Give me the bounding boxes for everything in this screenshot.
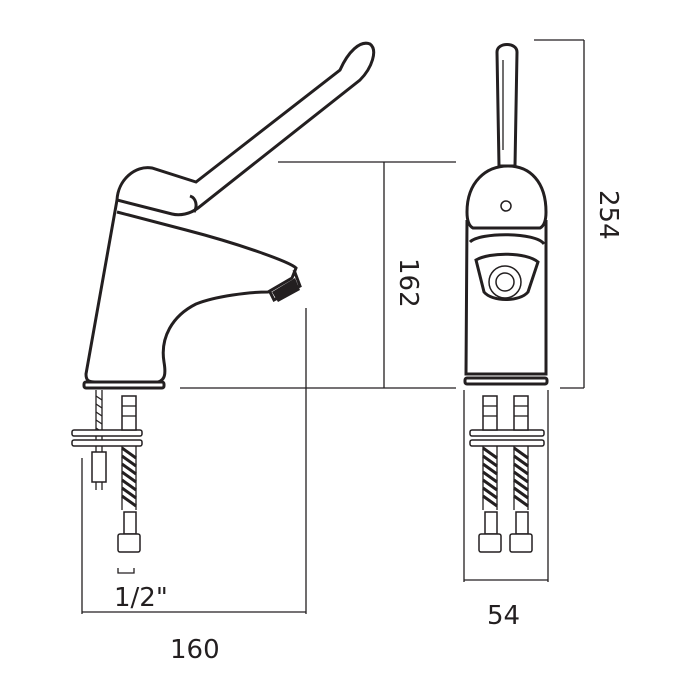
front-base-plate	[463, 376, 549, 386]
side-aerator	[272, 278, 300, 302]
front-body	[464, 219, 548, 376]
dim-label-160: 160	[170, 635, 220, 665]
dim-label-54: 54	[487, 601, 520, 631]
front-hose-left	[478, 395, 502, 553]
front-spout-shoulder	[468, 233, 546, 246]
front-hose-right	[509, 395, 533, 553]
front-lever-handle	[495, 43, 519, 168]
front-fixing-plate	[469, 429, 545, 447]
side-view: 1/2"	[71, 41, 376, 613]
dimension-lines	[81, 39, 585, 614]
side-handle-joint	[189, 194, 198, 213]
side-lever-handle	[115, 41, 376, 217]
side-base-plate	[82, 380, 166, 390]
front-view	[463, 43, 549, 553]
thread-size-label: 1/2"	[114, 583, 168, 613]
side-fixing-plate	[71, 429, 143, 447]
dim-label-254: 254	[593, 190, 623, 240]
front-spout	[474, 252, 540, 301]
thread-size-marker	[117, 568, 135, 574]
side-flexible-hose	[117, 395, 141, 553]
front-head	[465, 164, 548, 230]
dim-label-162: 162	[393, 258, 423, 308]
side-body	[84, 199, 298, 384]
front-head-screw	[500, 200, 512, 212]
front-aerator-inner	[495, 272, 515, 292]
